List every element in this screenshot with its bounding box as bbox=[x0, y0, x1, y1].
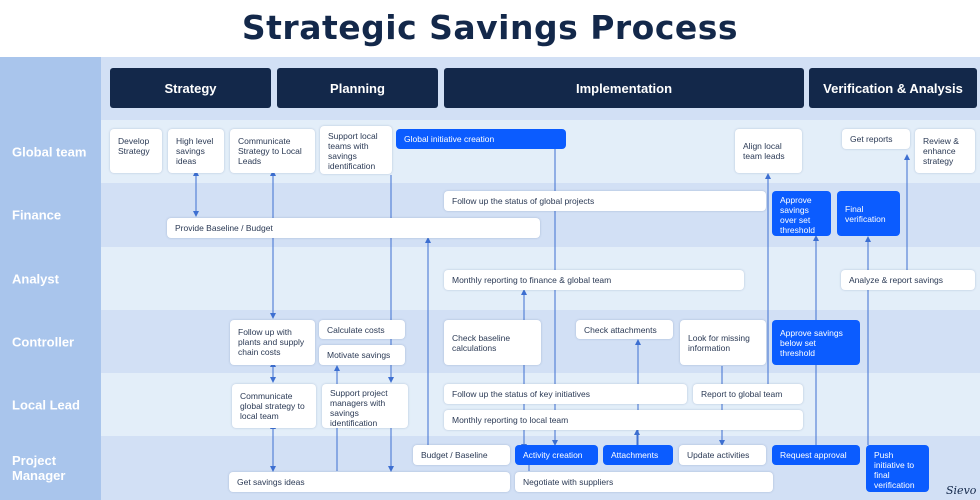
task-check-attachments: Check attachments bbox=[576, 320, 673, 339]
lane-label: Finance bbox=[0, 183, 101, 247]
lane-label-text: Controller bbox=[12, 334, 75, 349]
task-review-enhance-strategy: Review & enhance strategy bbox=[915, 129, 975, 173]
task-final-verification: Final verification bbox=[837, 191, 900, 236]
task-global-initiative-creation: Global initiative creation bbox=[396, 129, 566, 149]
task-monthly-reporting-finance: Monthly reporting to finance & global te… bbox=[444, 270, 744, 290]
task-support-project-managers: Support project managers with savings id… bbox=[322, 384, 408, 428]
phase-strategy: Strategy bbox=[110, 68, 271, 108]
lane-label-text: Project Manager bbox=[12, 453, 66, 483]
task-communicate-strategy: Communicate Strategy to Local Leads bbox=[230, 129, 315, 173]
task-budget-baseline: Budget / Baseline bbox=[413, 445, 510, 465]
lane-global-team: Global team bbox=[0, 120, 980, 183]
task-negotiate-with-suppliers: Negotiate with suppliers bbox=[515, 472, 773, 492]
task-report-to-global-team: Report to global team bbox=[693, 384, 803, 404]
task-analyze-report-savings: Analyze & report savings bbox=[841, 270, 975, 290]
task-follow-up-plants: Follow up with plants and supply chain c… bbox=[230, 320, 315, 365]
phase-implementation: Implementation bbox=[444, 68, 804, 108]
task-high-level-savings-ideas: High level savings ideas bbox=[168, 129, 224, 173]
task-support-local-teams: Support local teams with savings identif… bbox=[320, 126, 392, 174]
task-communicate-global-strategy: Communicate global strategy to local tea… bbox=[232, 384, 316, 428]
task-approve-savings-below-threshold: Approve savings below set threshold bbox=[772, 320, 860, 365]
lane-label: Project Manager bbox=[0, 436, 101, 500]
task-provide-baseline-budget: Provide Baseline / Budget bbox=[167, 218, 540, 238]
task-align-local-team-leads: Align local team leads bbox=[735, 129, 802, 173]
task-activity-creation: Activity creation bbox=[515, 445, 598, 465]
lane-label-text: Analyst bbox=[12, 271, 59, 286]
task-approve-savings-over-threshold: Approve savings over set threshold bbox=[772, 191, 831, 236]
lane-label-text: Global team bbox=[12, 144, 87, 159]
sievo-logo: Sievo bbox=[946, 484, 977, 497]
page-title: Strategic Savings Process bbox=[241, 8, 739, 47]
lane-label: Local Lead bbox=[0, 373, 101, 436]
task-check-baseline-calculations: Check baseline calculations bbox=[444, 320, 541, 365]
task-get-reports: Get reports bbox=[842, 129, 910, 149]
phase-planning: Planning bbox=[277, 68, 438, 108]
lane-label-text: Finance bbox=[12, 207, 62, 223]
task-update-activities: Update activities bbox=[679, 445, 766, 465]
task-request-approval: Request approval bbox=[772, 445, 860, 465]
task-develop-strategy: Develop Strategy bbox=[110, 129, 162, 173]
task-monthly-reporting-local: Monthly reporting to local team bbox=[444, 410, 803, 430]
task-motivate-savings: Motivate savings bbox=[319, 345, 405, 365]
task-follow-up-global-projects: Follow up the status of global projects bbox=[444, 191, 766, 211]
lane-label: Global team bbox=[0, 120, 101, 183]
lane-local-lead: Local Lead bbox=[0, 373, 980, 436]
lane-label: Analyst bbox=[0, 247, 101, 310]
task-follow-up-key-initiatives: Follow up the status of key initiatives bbox=[444, 384, 687, 404]
task-get-savings-ideas: Get savings ideas bbox=[229, 472, 510, 492]
task-look-missing-information: Look for missing information bbox=[680, 320, 766, 365]
task-calculate-costs: Calculate costs bbox=[319, 320, 405, 339]
phase-verification-analysis: Verification & Analysis bbox=[809, 68, 977, 108]
task-attachments: Attachments bbox=[603, 445, 673, 465]
lane-label-text: Local Lead bbox=[12, 397, 80, 412]
lane-header-label bbox=[0, 57, 101, 120]
lane-label: Controller bbox=[0, 310, 101, 373]
task-push-initiative-final-verification: Push initiative to final verification bbox=[866, 445, 929, 492]
